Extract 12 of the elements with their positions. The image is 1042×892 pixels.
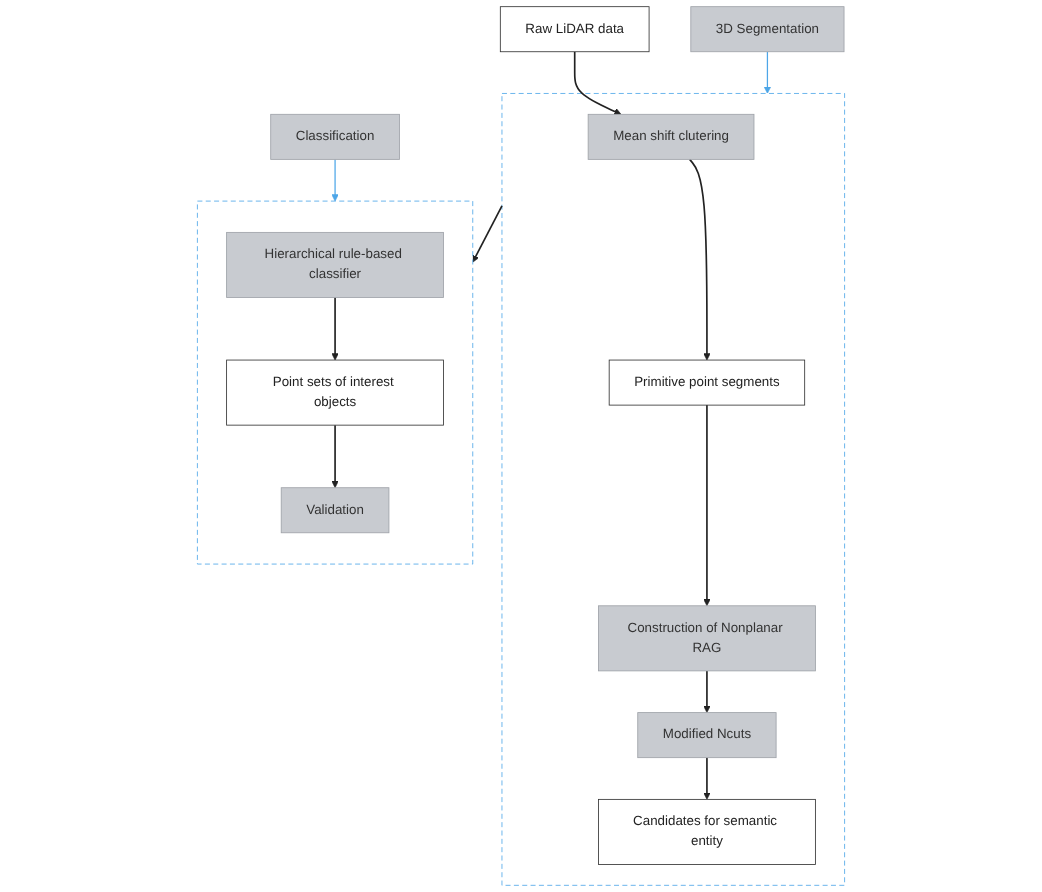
arrow: [763, 51, 772, 94]
cluster: [501, 93, 846, 886]
cluster: [196, 200, 474, 565]
arrow: [688, 158, 711, 361]
arrow: [703, 670, 711, 713]
arrow: [331, 424, 339, 489]
arrow: [472, 204, 503, 263]
arrow: [331, 158, 339, 202]
arrow: [573, 50, 622, 115]
arrow: [331, 296, 339, 361]
arrow: [703, 756, 711, 800]
arrow: [703, 404, 711, 607]
